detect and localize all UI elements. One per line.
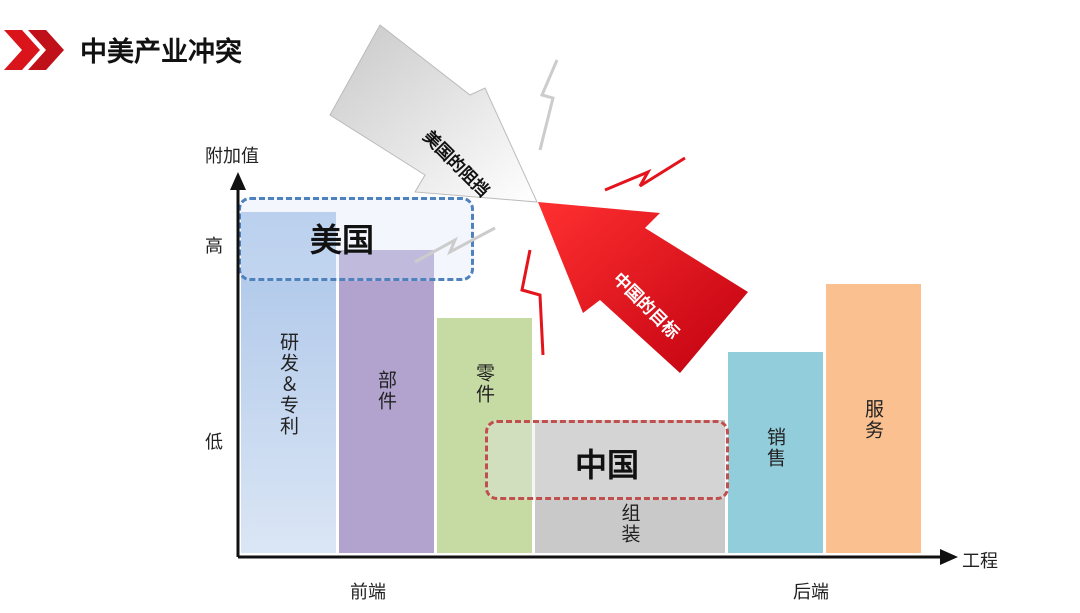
x-back-label: 后端: [793, 582, 829, 603]
lightning-icon: [520, 249, 545, 356]
x-axis-label: 工程: [962, 551, 998, 572]
lightning-icon: [604, 156, 686, 192]
stage-bar-rnd: 研发＆专利: [241, 212, 336, 553]
usa-block-arrow: [329, 24, 538, 203]
y-low-label: 低: [205, 432, 223, 453]
x-front-label: 前端: [350, 582, 386, 603]
double-chevron-icon: [4, 30, 64, 70]
lightning-icon: [414, 226, 496, 264]
usa-region-label: 美国: [310, 221, 375, 259]
stage-bar-assembly: 组装: [535, 420, 725, 553]
china-region-box: [485, 420, 729, 500]
lightning-icon: [538, 59, 559, 151]
stage-bar-sales: 销售: [728, 352, 823, 553]
page-title: 中美产业冲突: [80, 37, 242, 68]
stage-bar-service: 服务: [826, 284, 921, 553]
stage-bar-components: 部件: [339, 250, 434, 553]
y-axis-label: 附加值: [205, 146, 259, 167]
china-region-label: 中国: [575, 446, 640, 484]
y-high-label: 高: [205, 236, 223, 257]
stage-bar-parts: 零件: [437, 318, 532, 553]
china-goal-arrow: [538, 202, 748, 373]
